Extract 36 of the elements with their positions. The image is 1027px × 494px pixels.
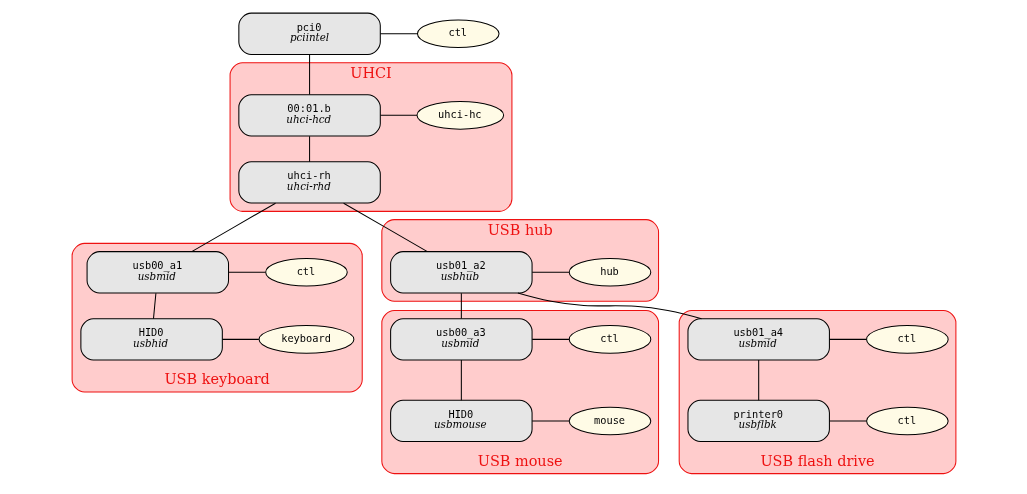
- node-box: pci0 pciintel: [237, 12, 381, 55]
- node-ellipse: ctl: [865, 324, 949, 354]
- node-box: uhci-rh uhci-rhd: [237, 160, 381, 204]
- connector: [828, 419, 867, 421]
- node-box: HID0 usbhid: [79, 317, 223, 361]
- node-ellipse: mouse: [568, 406, 651, 435]
- node-ellipse: ctl: [416, 18, 500, 48]
- connector: [757, 359, 759, 401]
- node-box: usb01_a4 usbmid: [686, 317, 830, 361]
- node-ellipse: ctl: [568, 324, 651, 354]
- node-box: 00:01.b uhci-hcd: [237, 93, 381, 136]
- node-ellipse: ctl: [865, 406, 949, 435]
- connector: [152, 292, 156, 319]
- node-ellipse: hub: [568, 257, 651, 287]
- connector: [190, 202, 276, 252]
- connector: [379, 32, 418, 34]
- connector: [828, 338, 867, 340]
- node-box: usb00_a3 usbmid: [389, 317, 533, 361]
- connector: [379, 114, 417, 116]
- node-ellipse: keyboard: [258, 324, 354, 354]
- connector: [531, 338, 569, 340]
- node-ellipse: ctl: [264, 257, 348, 287]
- node-box: usb00_a1 usbmid: [86, 250, 229, 293]
- connector: [227, 271, 266, 273]
- connector: [531, 271, 569, 273]
- connector: [221, 338, 259, 340]
- connector: [308, 135, 310, 162]
- connector: [460, 292, 462, 319]
- node-ellipse: uhci-hc: [416, 100, 504, 130]
- node-box: printer0 usbflbk: [686, 399, 830, 442]
- connector: [531, 419, 569, 421]
- node-box: usb01_a2 usbhub: [389, 250, 533, 293]
- node-box: HID0 usbmouse: [389, 399, 533, 442]
- connector: [460, 359, 462, 401]
- connector: [342, 202, 428, 252]
- connector: [308, 53, 310, 95]
